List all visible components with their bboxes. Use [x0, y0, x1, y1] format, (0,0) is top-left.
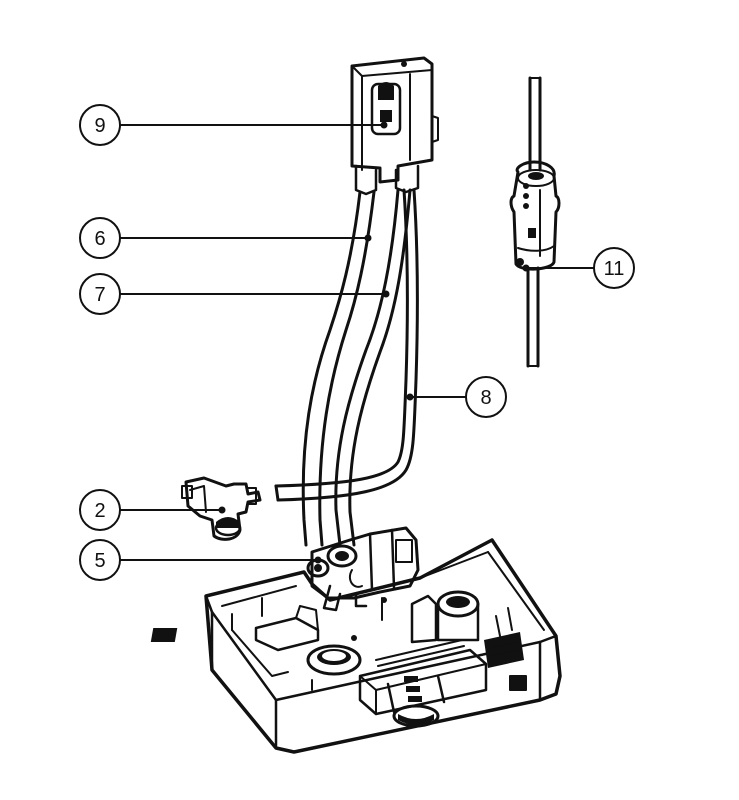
- callout-11: 11: [593, 247, 635, 289]
- callout-2: 2: [79, 489, 121, 531]
- pump-block-5: [306, 526, 420, 612]
- callout-label-6: 6: [94, 228, 105, 250]
- callout-5: 5: [79, 539, 121, 581]
- callout-label-9: 9: [94, 115, 105, 137]
- callout-label-5: 5: [94, 550, 105, 572]
- callout-label-2: 2: [94, 500, 105, 522]
- callout-9: 9: [79, 104, 121, 146]
- hose-7: [334, 188, 412, 547]
- callout-label-11: 11: [604, 258, 625, 280]
- control-box: [350, 56, 439, 196]
- callout-7: 7: [79, 273, 121, 315]
- leader-lines: [119, 121, 595, 564]
- inline-filter-11: [509, 76, 561, 368]
- callout-label-8: 8: [480, 387, 491, 409]
- callout-label-7: 7: [94, 284, 105, 306]
- callout-8: 8: [465, 376, 507, 418]
- tube-8: [274, 188, 419, 502]
- hose-6: [301, 190, 376, 547]
- callout-6: 6: [79, 217, 121, 259]
- valve-2: [181, 476, 262, 541]
- base-tray: [150, 538, 562, 754]
